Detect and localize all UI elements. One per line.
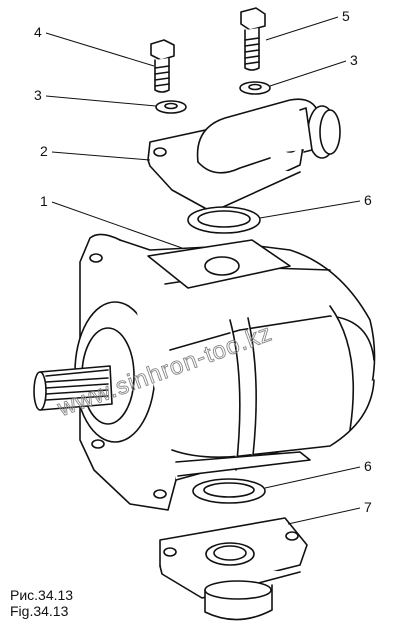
caption-en: Fig.34.13: [10, 603, 69, 619]
elbow-flange: [147, 98, 341, 213]
bolt-long: [240, 7, 266, 71]
washer-left: [155, 100, 187, 114]
callout-3-left: 3: [34, 87, 42, 103]
seal-ring-upper: [187, 206, 261, 234]
bottom-flange: [159, 517, 308, 621]
callout-6-lower: 6: [364, 458, 372, 474]
callout-5: 5: [342, 8, 350, 24]
callout-2: 2: [40, 143, 48, 159]
washer-right: [239, 81, 271, 95]
callout-3-right: 3: [350, 52, 358, 68]
callout-6-upper: 6: [364, 192, 372, 208]
callout-4: 4: [34, 24, 42, 40]
bolt-short: [150, 39, 175, 93]
callout-1: 1: [40, 193, 48, 209]
callout-7: 7: [364, 499, 372, 515]
seal-ring-lower: [192, 478, 266, 504]
pump-body: [33, 233, 376, 511]
caption-ru: Рис.34.13: [10, 587, 73, 603]
